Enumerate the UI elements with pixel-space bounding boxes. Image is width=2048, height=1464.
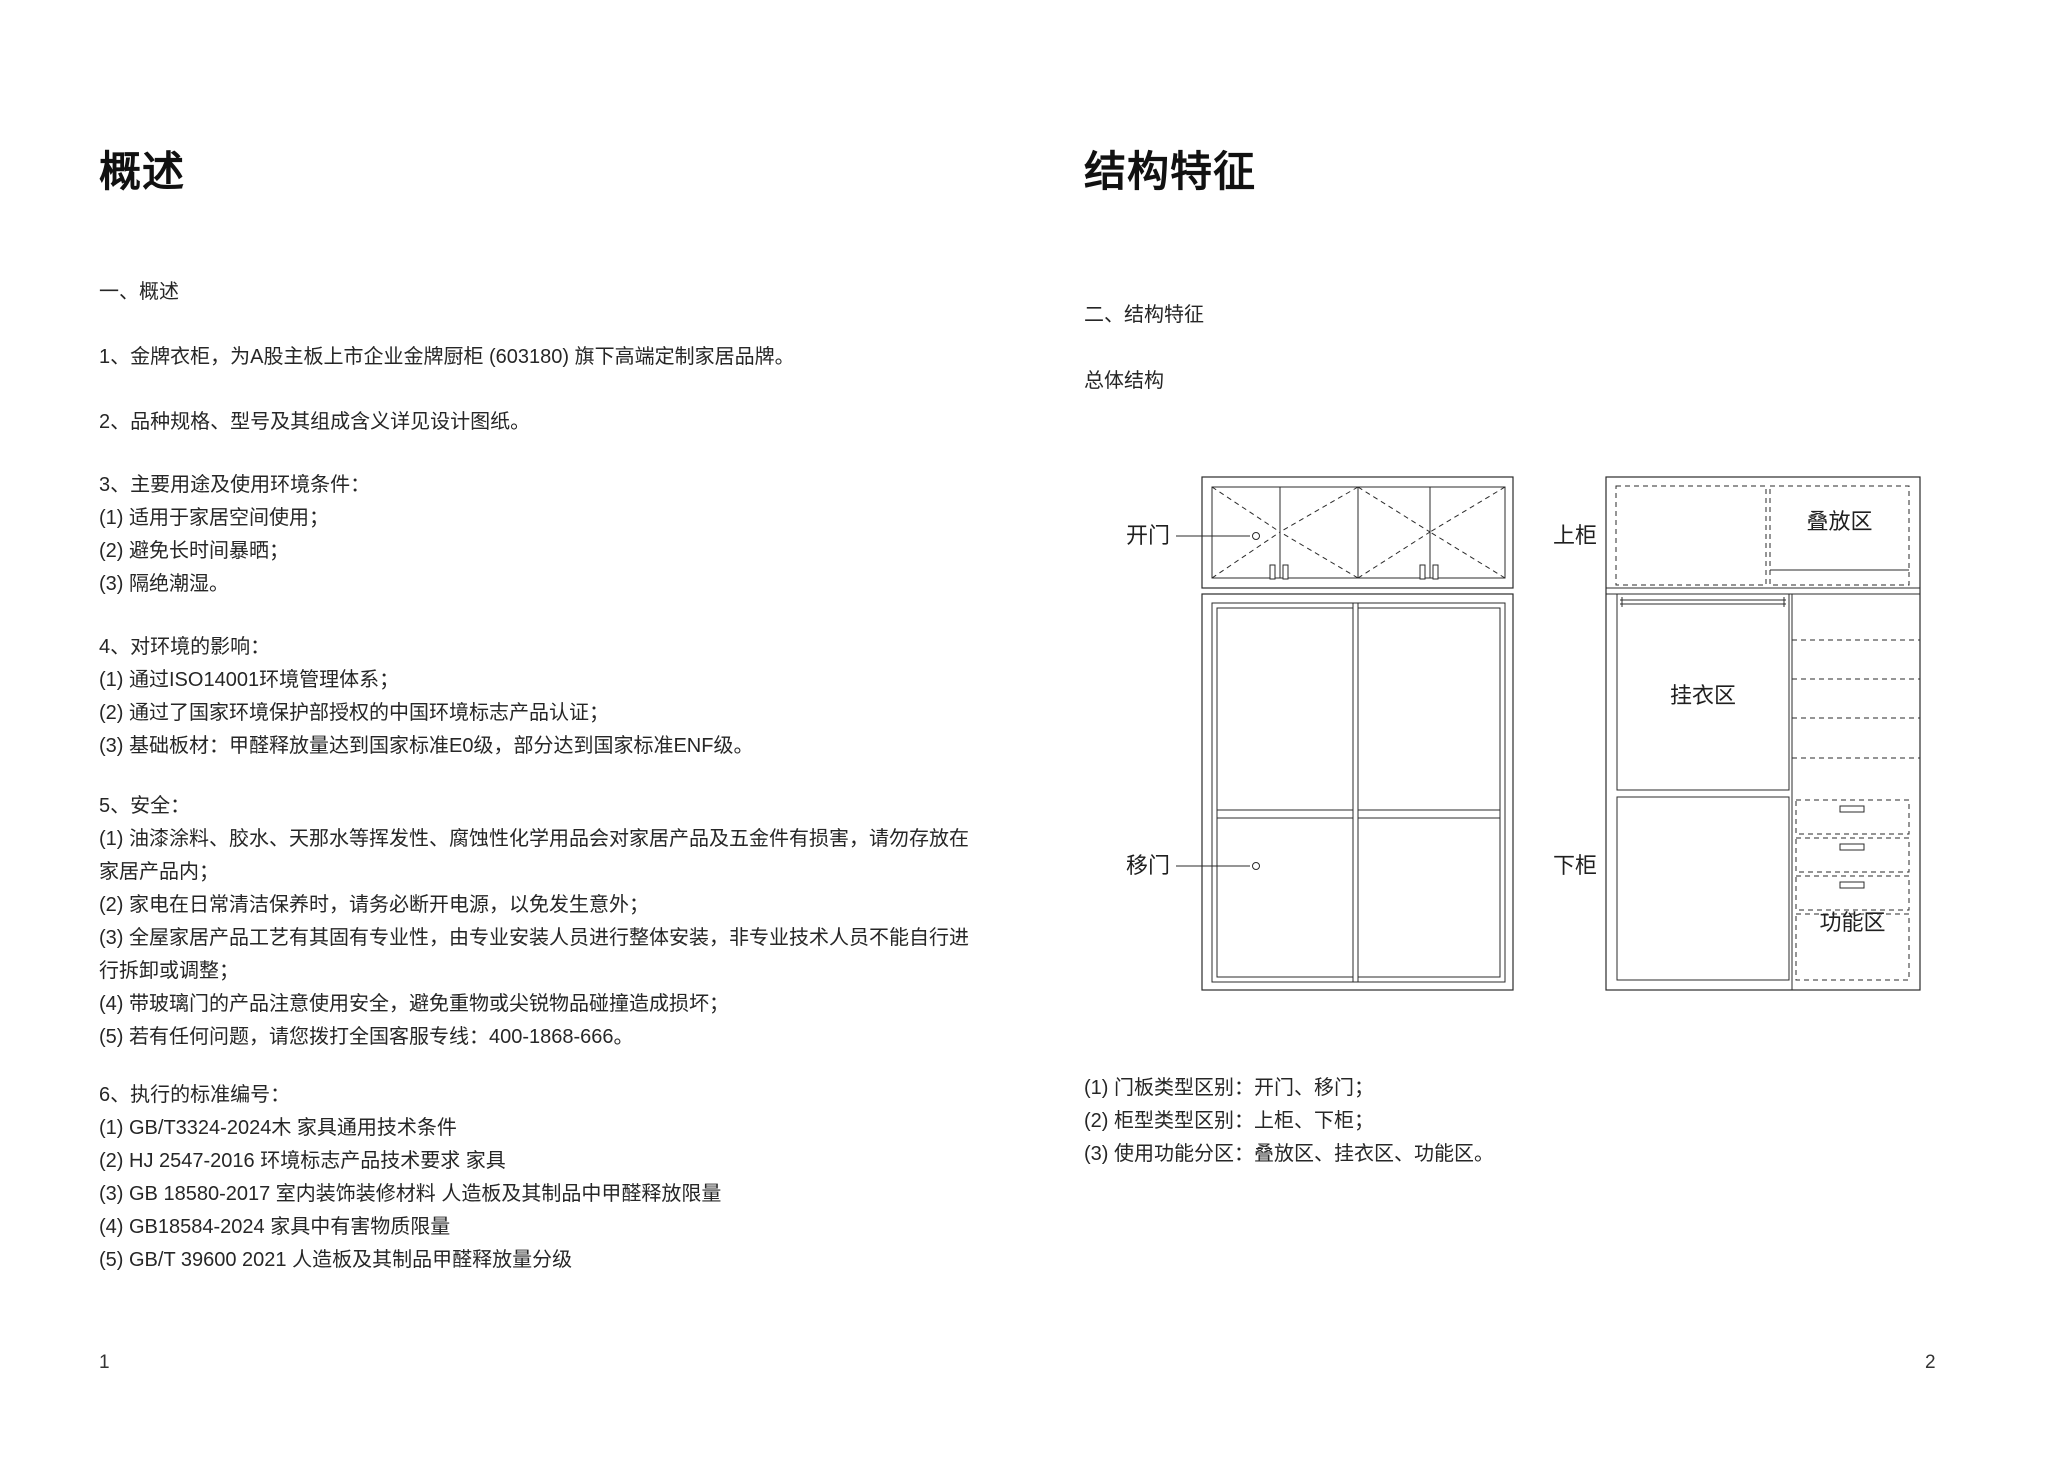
wardrobe-structure-diagram: 开门 移门 上柜 下柜 叠放区 挂衣区 功能区 bbox=[1080, 470, 1980, 1010]
side-shelves bbox=[1792, 639, 1920, 759]
subsection-heading: 总体结构 bbox=[1084, 370, 1164, 392]
stacking-zone-compartments bbox=[1615, 485, 1910, 586]
hanging-zone-compartment bbox=[1616, 593, 1790, 791]
text-line: (1) GB/T3324-2024木 家具通用技术条件 bbox=[99, 1117, 457, 1139]
label-lower-cabinet: 下柜 bbox=[1552, 853, 1597, 878]
text-line: 行拆卸或调整； bbox=[99, 960, 239, 982]
text-line: 家居产品内； bbox=[99, 861, 219, 883]
section-4: 4、对环境的影响： (1) 通过ISO14001环境管理体系； (2) 通过了国… bbox=[99, 631, 959, 763]
section-1: 1、金牌衣柜，为A股主板上市企业金牌厨柜 (603180) 旗下高端定制家居品牌… bbox=[99, 341, 959, 374]
label-stacking-zone: 叠放区 bbox=[1806, 509, 1873, 534]
hinged-door-leader-line bbox=[1176, 532, 1260, 540]
text-line: 3、主要用途及使用环境条件： bbox=[99, 474, 371, 496]
label-function-zone: 功能区 bbox=[1819, 910, 1886, 935]
text-line: 6、执行的标准编号： bbox=[99, 1084, 291, 1106]
text-line: (5) 若有任何问题，请您拨打全国客服专线：400-1868-666。 bbox=[99, 1026, 634, 1048]
drawers bbox=[1795, 799, 1910, 911]
label-hinged-door: 开门 bbox=[1125, 523, 1170, 548]
text-line: (2) 通过了国家环境保护部授权的中国环境标志产品认证； bbox=[99, 702, 609, 724]
text-line: (2) 避免长时间暴晒； bbox=[99, 540, 289, 562]
wardrobe-a-lower-cabinet bbox=[1201, 593, 1514, 991]
structure-notes: (1) 门板类型区别：开门、移门； (2) 柜型类型区别：上柜、下柜； (3) … bbox=[1084, 1072, 1944, 1171]
text-line: 5、安全： bbox=[99, 795, 191, 817]
text-line: (1) 通过ISO14001环境管理体系； bbox=[99, 669, 400, 691]
text-line: (2) 家电在日常清洁保养时，请务必断开电源，以免发生意外； bbox=[99, 894, 649, 916]
text-line: 4、对环境的影响： bbox=[99, 636, 271, 658]
page-title-overview: 概述 bbox=[99, 148, 186, 195]
text-line: (2) HJ 2547-2016 环境标志产品技术要求 家具 bbox=[99, 1150, 506, 1172]
note-line: (3) 使用功能分区：叠放区、挂衣区、功能区。 bbox=[1084, 1143, 1494, 1165]
text-line: (5) GB/T 39600 2021 人造板及其制品甲醛释放量分级 bbox=[99, 1249, 573, 1271]
text-line: (3) 隔绝潮湿。 bbox=[99, 573, 229, 595]
page-number-right: 2 bbox=[1925, 1352, 1936, 1373]
page-title-structure: 结构特征 bbox=[1084, 148, 1257, 195]
text-line: (4) GB18584-2024 家具中有害物质限量 bbox=[99, 1216, 451, 1238]
wardrobe-a-upper-cabinet bbox=[1201, 476, 1514, 589]
section-3: 3、主要用途及使用环境条件： (1) 适用于家居空间使用； (2) 避免长时间暴… bbox=[99, 469, 959, 601]
label-upper-cabinet: 上柜 bbox=[1552, 523, 1597, 548]
section-heading: 二、结构特征 bbox=[1084, 304, 1204, 326]
section-5: 5、安全： (1) 油漆涂料、胶水、天那水等挥发性、腐蚀性化学用品会对家居产品及… bbox=[99, 790, 969, 1054]
sliding-door-leader-line bbox=[1176, 862, 1260, 870]
text-line: (3) 基础板材：甲醛释放量达到国家标准E0级，部分达到国家标准ENF级。 bbox=[99, 735, 754, 757]
label-hanging-zone: 挂衣区 bbox=[1669, 683, 1736, 708]
note-line: (2) 柜型类型区别：上柜、下柜； bbox=[1084, 1110, 1374, 1132]
text-line: (1) 油漆涂料、胶水、天那水等挥发性、腐蚀性化学用品会对家居产品及五金件有损害… bbox=[99, 828, 969, 850]
label-sliding-door: 移门 bbox=[1125, 853, 1170, 878]
section-6: 6、执行的标准编号： (1) GB/T3324-2024木 家具通用技术条件 (… bbox=[99, 1079, 959, 1277]
text-line: (3) 全屋家居产品工艺有其固有专业性，由专业安装人员进行整体安装，非专业技术人… bbox=[99, 927, 969, 949]
text-line: 一、概述 bbox=[99, 281, 179, 303]
text-line: 1、金牌衣柜，为A股主板上市企业金牌厨柜 (603180) 旗下高端定制家居品牌… bbox=[99, 346, 795, 368]
function-zone-compartment bbox=[1795, 913, 1910, 981]
section-0: 一、概述 bbox=[99, 276, 959, 309]
wardrobe-diagram-drawing bbox=[1176, 476, 1921, 991]
text-line: (3) GB 18580-2017 室内装饰装修材料 人造板及其制品中甲醛释放限… bbox=[99, 1183, 722, 1205]
lower-left-compartment bbox=[1616, 796, 1790, 981]
page-number-left: 1 bbox=[99, 1352, 110, 1373]
text-line: (4) 带玻璃门的产品注意使用安全，避免重物或尖锐物品碰撞造成损坏； bbox=[99, 993, 729, 1015]
note-line: (1) 门板类型区别：开门、移门； bbox=[1084, 1077, 1374, 1099]
text-line: (1) 适用于家居空间使用； bbox=[99, 507, 329, 529]
section-2: 2、品种规格、型号及其组成含义详见设计图纸。 bbox=[99, 406, 959, 439]
text-line: 2、品种规格、型号及其组成含义详见设计图纸。 bbox=[99, 411, 531, 433]
